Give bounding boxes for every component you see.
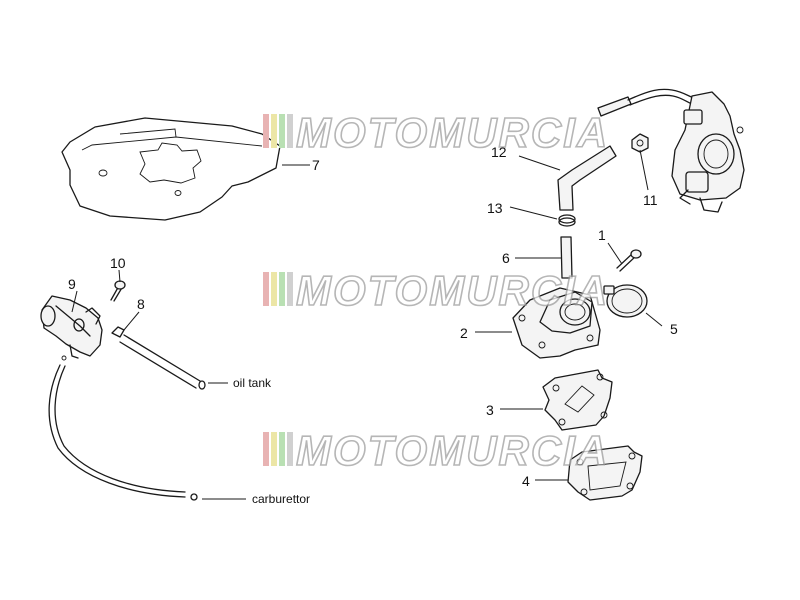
callout-2: 2 — [460, 325, 468, 341]
watermark-stripe-1 — [263, 272, 269, 306]
carburettor-hose — [48, 364, 198, 501]
part-9-oil-pump — [40, 295, 103, 361]
watermark-stripe-4 — [287, 432, 293, 466]
callout-11: 11 — [643, 192, 658, 208]
leader-lines — [71, 149, 663, 500]
watermark-2: MOTOMURCIA — [263, 266, 609, 315]
callout-9: 9 — [68, 276, 76, 292]
callout-numbers: 7 12 11 13 6 1 2 5 3 4 9 10 8 — [68, 144, 678, 489]
watermark-stripe-3 — [279, 432, 285, 466]
callout-10: 10 — [110, 255, 126, 271]
watermark-text: MOTOMURCIA — [296, 427, 609, 474]
oil-tank-hose — [119, 334, 206, 390]
part-7-gasket-sheet — [61, 117, 281, 221]
callout-13: 13 — [487, 200, 503, 216]
watermark-stripe-2 — [271, 114, 277, 148]
callout-12: 12 — [491, 144, 507, 160]
label-oil-tank: oil tank — [233, 376, 272, 390]
watermark-stripe-3 — [279, 272, 285, 306]
watermark-stripe-1 — [263, 114, 269, 148]
callout-3: 3 — [486, 402, 494, 418]
watermark-1: MOTOMURCIA — [263, 108, 609, 157]
watermark-stripe-4 — [287, 114, 293, 148]
watermark-stripe-2 — [271, 272, 277, 306]
watermark-text: MOTOMURCIA — [296, 109, 609, 156]
watermark-3: MOTOMURCIA — [263, 426, 609, 475]
watermark-stripe-4 — [287, 272, 293, 306]
watermark-stripe-2 — [271, 432, 277, 466]
carburettor-assembly — [597, 88, 745, 213]
callout-4: 4 — [522, 473, 530, 489]
watermark-stripe-3 — [279, 114, 285, 148]
callout-6: 6 — [502, 250, 510, 266]
part-8-clip — [111, 326, 125, 338]
watermark-text: MOTOMURCIA — [296, 267, 609, 314]
part-3-reed-gasket — [542, 369, 613, 431]
part-13-clamp — [558, 214, 576, 227]
part-1-screw — [616, 249, 642, 272]
label-carburettor: carburettor — [252, 492, 310, 506]
part-2-intake-manifold — [512, 287, 601, 359]
part-12-hose — [557, 145, 617, 211]
callout-8: 8 — [137, 296, 145, 312]
part-5-clamp-ring — [603, 284, 648, 318]
watermark-stripe-1 — [263, 432, 269, 466]
callout-1: 1 — [598, 227, 606, 243]
part-11-nut — [631, 133, 649, 153]
part-6-tube — [560, 236, 573, 279]
part-10-screw — [110, 280, 126, 302]
text-labels: oil tank carburettor — [233, 376, 310, 506]
part-4-gasket — [567, 445, 643, 501]
callout-5: 5 — [670, 321, 678, 337]
callout-7: 7 — [312, 157, 320, 173]
